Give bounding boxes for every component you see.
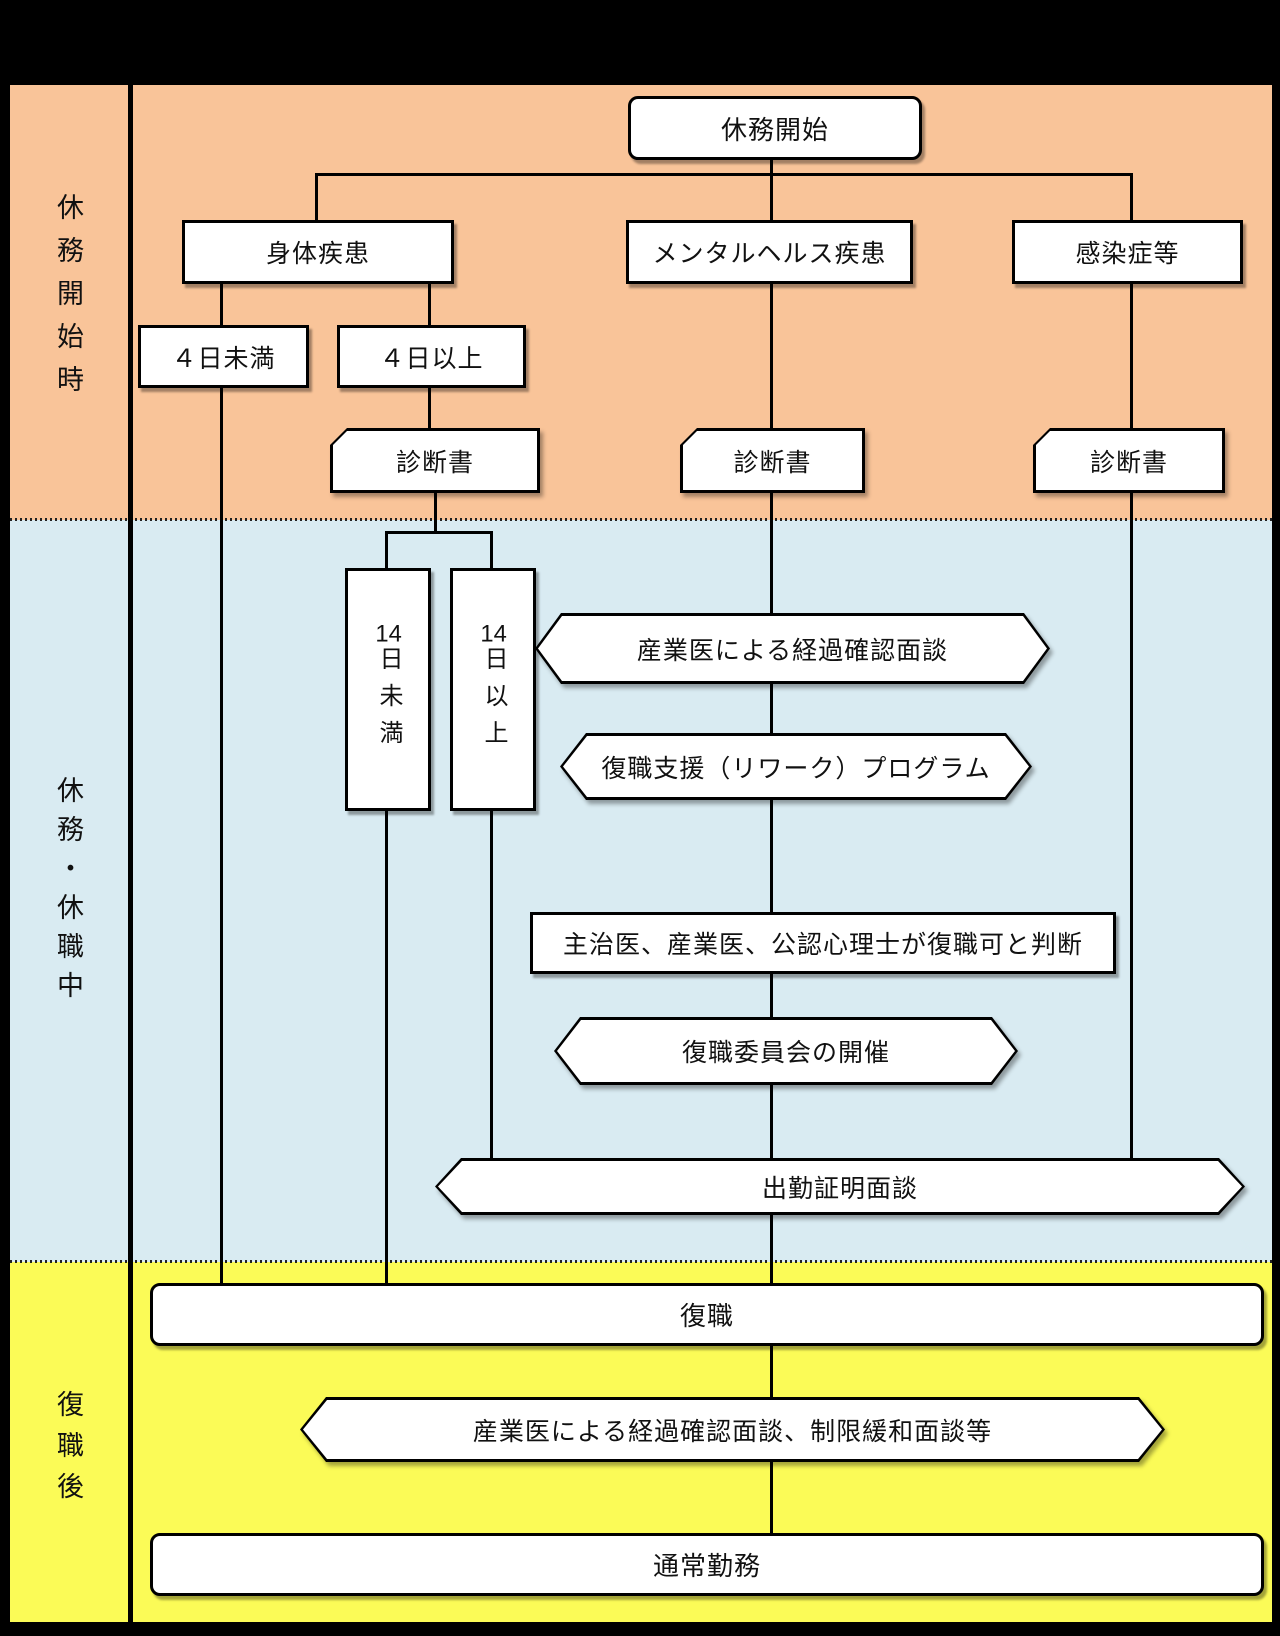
attendance-certification-interview-label: 出勤証明面談 bbox=[761, 1174, 918, 1203]
card-fill bbox=[333, 431, 537, 490]
post-return-interview-node: 産業医による経過確認面談、制限緩和面談等 bbox=[300, 1397, 1165, 1462]
connector-line bbox=[770, 150, 773, 1533]
connector-line bbox=[490, 531, 493, 570]
connector-line bbox=[434, 491, 437, 533]
start-node: 休務開始 bbox=[628, 96, 922, 160]
rework-program-node: 復職支援（リワーク）プログラム bbox=[560, 733, 1032, 800]
medical-certificate-node-infection: 診断書 bbox=[1033, 428, 1225, 493]
medical-certificate-node-mental: 診断書 bbox=[680, 428, 865, 493]
hexagon-fill bbox=[438, 1161, 1242, 1212]
connector-line bbox=[1130, 173, 1133, 1160]
return-approval-judgment-node: 主治医、産業医、公認心理士が復職可と判断 bbox=[530, 912, 1116, 974]
return-to-work-label: 復職 bbox=[679, 1301, 734, 1331]
under-4-days-node: ４日未満 bbox=[138, 325, 309, 388]
connector-line bbox=[315, 173, 318, 222]
physical-illness-label: 身体疾患 bbox=[265, 240, 370, 268]
connector-line bbox=[490, 803, 493, 1160]
connector-line bbox=[385, 803, 388, 1285]
band-label-absence-start: 休務開始時 bbox=[30, 192, 105, 408]
start-node-label: 休務開始 bbox=[720, 114, 829, 145]
card-fill bbox=[1036, 431, 1222, 490]
band-label-during-absence: 休務・休職中 bbox=[30, 773, 105, 1013]
under-4-days-label: ４日未満 bbox=[171, 344, 276, 373]
return-committee-label: 復職委員会の開催 bbox=[681, 1039, 890, 1067]
attendance-certification-interview-node: 出勤証明面談 bbox=[435, 1158, 1245, 1215]
post-return-interview-label: 産業医による経過確認面談、制限緩和面談等 bbox=[472, 1417, 993, 1446]
band-boundary-dotted-line bbox=[10, 1260, 1272, 1263]
return-to-work-node: 復職 bbox=[150, 1283, 1264, 1346]
over-14-days-label: 14日以上 bbox=[480, 622, 507, 757]
rework-program-label: 復職支援（リワーク）プログラム bbox=[601, 754, 991, 783]
occupational-physician-interview-node: 産業医による経過確認面談 bbox=[535, 613, 1050, 684]
under-14-days-node: 14日未満 bbox=[345, 568, 431, 811]
hexagon-fill bbox=[303, 1400, 1162, 1459]
over-4-days-node: ４日以上 bbox=[337, 325, 526, 388]
medical-certificate-label: 診断書 bbox=[395, 448, 474, 477]
medical-certificate-label: 診断書 bbox=[1089, 448, 1168, 477]
physical-illness-node: 身体疾患 bbox=[182, 220, 454, 284]
return-approval-judgment-label: 主治医、産業医、公認心理士が復職可と判断 bbox=[562, 931, 1083, 959]
normal-work-node: 通常勤務 bbox=[150, 1533, 1264, 1596]
card-fill bbox=[683, 431, 862, 490]
normal-work-label: 通常勤務 bbox=[652, 1551, 761, 1581]
connector-line bbox=[385, 531, 493, 534]
hexagon-fill bbox=[538, 616, 1047, 681]
infection-label: 感染症等 bbox=[1075, 240, 1180, 268]
over-4-days-label: ４日以上 bbox=[379, 344, 484, 373]
connector-line bbox=[220, 276, 223, 1285]
connector-line bbox=[385, 531, 388, 570]
band-label-text: 休務開始時 bbox=[53, 192, 83, 408]
medical-certificate-node-physical: 診断書 bbox=[330, 428, 540, 493]
band-label-text: 復職後 bbox=[53, 1389, 83, 1513]
connector-line bbox=[315, 173, 1133, 176]
band-label-after-return: 復職後 bbox=[30, 1381, 105, 1521]
return-committee-node: 復職委員会の開催 bbox=[554, 1017, 1018, 1085]
band-label-text: 休務・休職中 bbox=[53, 776, 83, 1010]
infection-node: 感染症等 bbox=[1012, 220, 1243, 284]
sidebar-divider-line bbox=[128, 85, 133, 1622]
band-boundary-dotted-line bbox=[10, 518, 1272, 521]
under-14-days-label: 14日未満 bbox=[375, 622, 402, 757]
hexagon-fill bbox=[557, 1020, 1015, 1082]
occupational-physician-interview-label: 産業医による経過確認面談 bbox=[636, 636, 949, 665]
mental-health-node: メンタルヘルス疾患 bbox=[626, 220, 913, 284]
mental-health-label: メンタルヘルス疾患 bbox=[652, 240, 887, 268]
hexagon-fill bbox=[563, 736, 1029, 797]
over-14-days-node: 14日以上 bbox=[450, 568, 536, 811]
medical-certificate-label: 診断書 bbox=[733, 448, 812, 477]
